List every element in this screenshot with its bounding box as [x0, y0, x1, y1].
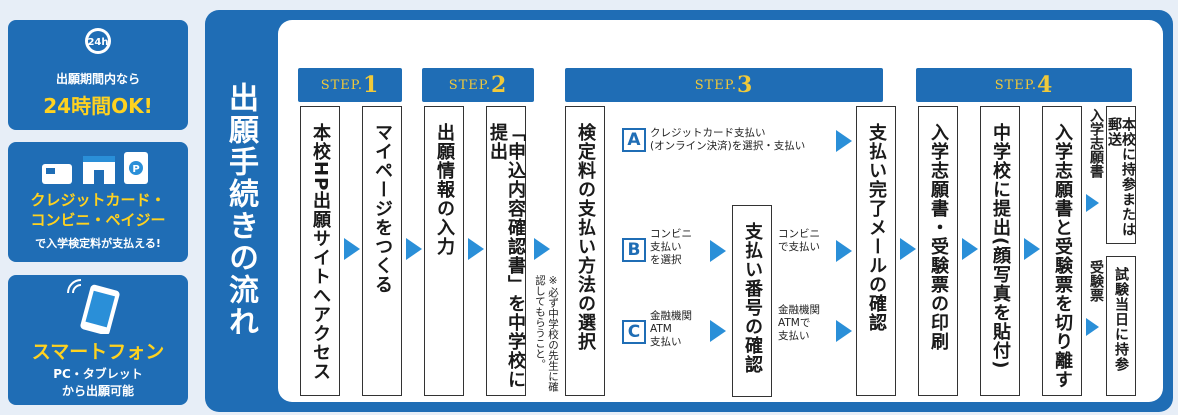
step-4-header: STEP.4 — [916, 68, 1132, 102]
flow-panel: STEP.1 STEP.2 STEP.3 STEP.4 本校HP出願サイトへアク… — [278, 20, 1163, 402]
option-c-badge: C — [622, 320, 646, 344]
step-3-header: STEP.3 — [565, 68, 883, 102]
box-payment-number-text: 支払い番号の確認 — [742, 222, 763, 374]
box-print: 入学志願書・受験票の印刷 — [918, 106, 958, 396]
box-cut-apart: 入学志願書と受験票を切り離す — [1042, 106, 1082, 396]
box-payment-number: 支払い番号の確認 — [732, 205, 772, 397]
box-complete-mail: 支払い完了メールの確認 — [856, 106, 896, 396]
promo-smartphone-line2: PC・タブレット — [53, 367, 143, 381]
promo-24h-line1: 出願期間内なら — [55, 72, 140, 86]
smartphone-icon — [8, 279, 188, 334]
promo-payment-line2: コンビニ・ペイジー — [30, 211, 166, 229]
24h-clock-icon: 24h — [8, 26, 188, 56]
promo-24h-line2: 24時間OK! — [43, 94, 153, 118]
step-4-label: STEP. — [994, 77, 1037, 93]
promo-payment: P クレジットカード・ コンビニ・ペイジー で入学検定料が支払える! — [8, 142, 188, 262]
option-b-line2: 支払い — [650, 241, 682, 253]
option-b-badge: B — [622, 238, 646, 262]
step-1-header: STEP.1 — [298, 68, 402, 102]
flow-title: 出願手続きの流れ — [223, 82, 258, 338]
box-submit-to-school: 中学校に提出(顔写真を貼付) — [980, 106, 1020, 396]
arrow-application — [1086, 194, 1099, 212]
step-4-number: 4 — [1037, 72, 1054, 98]
option-c-line2: ATM — [650, 323, 672, 335]
label-exam-ticket: 受験票 — [1088, 260, 1104, 302]
arrow-option-b-2 — [836, 240, 852, 262]
arrow-3 — [468, 238, 484, 260]
option-c-after3: 支払い — [778, 330, 810, 342]
box-access-site: 本校HP出願サイトへアクセス — [300, 106, 340, 396]
option-a-line2: (オンライン決済)を選択・支払い — [650, 140, 806, 152]
teacher-check-note: ※必ず中学校の先生に確認してもらうこと。 — [534, 275, 559, 392]
arrow-1 — [344, 238, 360, 260]
arrow-4 — [534, 238, 550, 260]
arrow-5 — [900, 238, 916, 260]
arrow-option-b-1 — [710, 240, 726, 262]
step-1-number: 1 — [363, 72, 380, 98]
option-b-text: コンビニ 支払い を選択 — [650, 228, 706, 267]
box-bring-or-mail: 本校に持参または郵送 — [1106, 106, 1136, 244]
arrow-7 — [1024, 238, 1040, 260]
option-a-text: クレジットカード支払い (オンライン決済)を選択・支払い — [650, 127, 830, 153]
step-2-label: STEP. — [448, 77, 491, 93]
box-input-info: 出願情報の入力 — [424, 106, 464, 396]
box-input-info-text: 出願情報の入力 — [434, 123, 455, 256]
option-c-text: 金融機関 ATM 支払い — [650, 310, 706, 349]
option-c-after1: 金融機関 — [778, 304, 820, 316]
option-b-after-text: コンビニ で支払い — [778, 228, 832, 254]
option-b-after1: コンビニ — [778, 228, 820, 240]
option-b-after2: で支払い — [778, 241, 820, 253]
box-complete-mail-text: 支払い完了メールの確認 — [866, 123, 887, 332]
box-submit-to-school-text: 中学校に提出(顔写真を貼付) — [990, 123, 1011, 370]
option-a-badge: A — [622, 128, 646, 152]
arrow-exam-ticket — [1086, 318, 1099, 336]
box-bring-or-mail-text: 本校に持参または郵送 — [1106, 117, 1136, 237]
promo-smartphone: スマートフォン PC・タブレット から出願可能 — [8, 275, 188, 405]
box-create-mypage-text: マイページをつくる — [372, 123, 393, 294]
option-b-line1: コンビニ — [650, 228, 692, 240]
option-c-line1: 金融機関 — [650, 310, 692, 322]
promo-smartphone-line3: から出願可能 — [61, 384, 134, 398]
option-c-after2: ATMで — [778, 317, 811, 329]
arrow-option-c-1 — [710, 320, 726, 342]
box-submit-confirmation-text: 「申込内容確認書」を中学校に提出 — [487, 123, 526, 389]
box-select-payment: 検定料の支払い方法の選択 — [565, 106, 605, 396]
promo-payment-line1: クレジットカード・ — [30, 191, 166, 209]
step-3-label: STEP. — [694, 77, 737, 93]
step-2-number: 2 — [491, 72, 508, 98]
box-submit-confirmation: 「申込内容確認書」を中学校に提出 — [486, 106, 526, 396]
box-bring-exam-day-text: 試験当日に持参 — [1113, 267, 1129, 372]
arrow-option-c-2 — [836, 320, 852, 342]
svg-text:P: P — [132, 164, 139, 175]
promo-24h: 24h 出願期間内なら 24時間OK! — [8, 20, 188, 130]
step-2-header: STEP.2 — [422, 68, 534, 102]
arrow-6 — [962, 238, 978, 260]
box-cut-apart-text: 入学志願書と受験票を切り離す — [1052, 123, 1073, 389]
promo-smartphone-line1: スマートフォン — [31, 341, 165, 363]
step-3-number: 3 — [737, 72, 754, 98]
box-bring-exam-day: 試験当日に持参 — [1106, 256, 1136, 396]
option-a-line1: クレジットカード支払い — [650, 127, 766, 139]
step-1-label: STEP. — [320, 77, 363, 93]
promo-payment-line3: で入学検定料が支払える! — [35, 237, 161, 250]
flow-frame: 出願手続きの流れ STEP.1 STEP.2 STEP.3 STEP.4 本校H… — [205, 10, 1173, 412]
box-select-payment-text: 検定料の支払い方法の選択 — [575, 123, 596, 351]
label-application: 入学志願書 — [1088, 108, 1104, 178]
payment-cards-icon: P — [8, 148, 188, 188]
svg-text:24h: 24h — [87, 37, 108, 48]
option-c-after-text: 金融機関 ATMで 支払い — [778, 304, 832, 343]
option-c-line3: 支払い — [650, 336, 682, 348]
arrow-2 — [406, 238, 422, 260]
option-b-line3: を選択 — [650, 254, 682, 266]
box-access-site-text: 本校HP出願サイトへアクセス — [310, 123, 331, 382]
box-create-mypage: マイページをつくる — [362, 106, 402, 396]
box-print-text: 入学志願書・受験票の印刷 — [928, 123, 949, 351]
arrow-option-a — [836, 130, 852, 152]
